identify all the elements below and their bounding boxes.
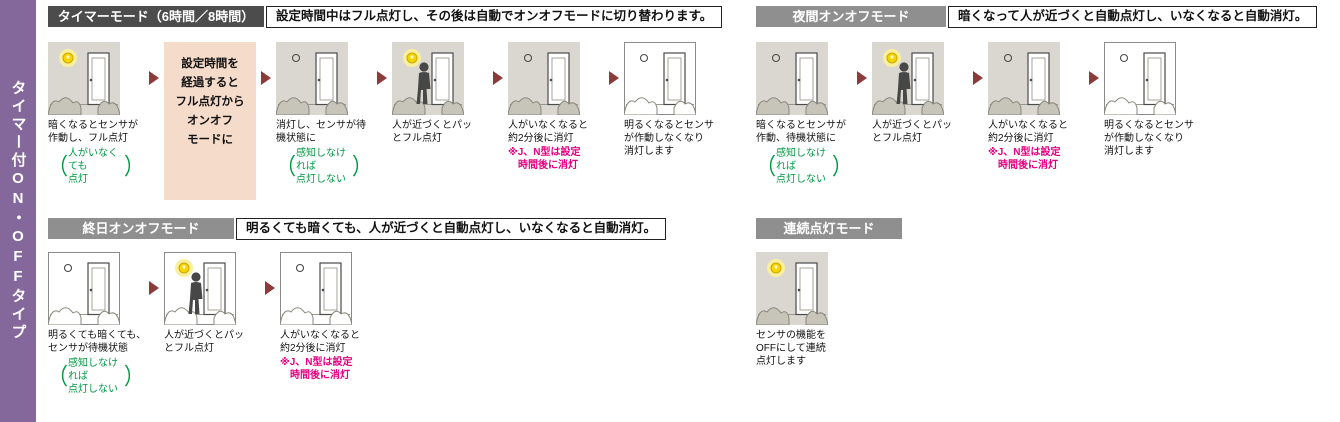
section-title-night-mode: 夜間オンオフモード — [756, 6, 946, 27]
house-daytime-illustration — [1103, 42, 1177, 116]
house-person-lamp-on-illustration — [871, 42, 945, 116]
arrow-right-icon — [144, 71, 164, 85]
section-description-allday-mode: 明るくても暗くても、人が近づくと自動点灯し、いなくなると自動消灯。 — [236, 218, 667, 240]
timer-elapse-note-box: 設定時間を 経過すると フル点灯から オンオフ モードに — [164, 42, 256, 200]
step-caption: 人がいなくなると 約2分後に消灯 — [508, 120, 588, 144]
paren-close: ） — [124, 153, 144, 180]
flow-step: 暗くなるとセンサが 作動、待機状態に （ 感知しなければ 点灯しない ） — [755, 42, 852, 186]
paren-open: （ — [276, 153, 296, 180]
section-title-continuous-mode: 連続点灯モード — [756, 218, 902, 239]
step-caption: 明るくても暗くても、 センサが待機状態 — [48, 330, 147, 354]
flow-step: 人がいなくなると 約2分後に消灯 ※J、N型は設定 時間後に消灯 — [987, 42, 1084, 172]
flow-step: 人が近づくとパッ とフル点灯 — [871, 42, 968, 145]
house-lamp-off-illustration — [275, 42, 349, 116]
flow-step: 人が近づくとパッ とフル点灯 — [163, 252, 260, 355]
flow-step: 明るくなるとセンサ が作動しなくなり 消灯します — [1103, 42, 1200, 158]
step-caption: 人がいなくなると 約2分後に消灯 — [988, 120, 1068, 144]
paren-open: （ — [48, 153, 68, 180]
paren-close: ） — [124, 363, 144, 390]
type-banner: タイマー付ON・OFFタイプ — [0, 0, 36, 422]
arrow-right-icon — [372, 71, 392, 85]
flow-step: 消灯し、センサが待 機状態に （ 感知しなければ 点灯しない ） — [275, 42, 372, 186]
flow-step: 人がいなくなると 約2分後に消灯 ※J、N型は設定 時間後に消灯 — [279, 252, 376, 382]
step-caption: 人がいなくなると 約2分後に消灯 — [280, 330, 360, 354]
house-daytime-illustration — [47, 252, 121, 326]
step-caption: 暗くなるとセンサが 作動し、フル点灯 — [48, 120, 138, 144]
step-pink-note: ※J、N型は設定 時間後に消灯 — [280, 357, 353, 381]
step-caption: 暗くなるとセンサが 作動、待機状態に — [756, 120, 846, 144]
section-description-timer-mode: 設定時間中はフル点灯し、その後は自動でオンオフモードに切り替わります。 — [266, 6, 723, 28]
flow-step: 明るくても暗くても、 センサが待機状態 （ 感知しなければ 点灯しない ） — [47, 252, 146, 396]
allday-mode-flow: 明るくても暗くても、 センサが待機状態 （ 感知しなければ 点灯しない ） 人が… — [47, 252, 376, 396]
flow-step: 明るくなるとセンサ が作動しなくなり 消灯します — [623, 42, 720, 158]
continuous-mode-flow: センサの機能を OFFにして連続 点灯します — [755, 252, 852, 368]
paren-close: ） — [352, 153, 372, 180]
arrow-right-icon — [260, 281, 280, 295]
step-pink-note: ※J、N型は設定 時間後に消灯 — [988, 147, 1061, 171]
arrow-right-icon — [256, 71, 276, 85]
green-note-text: 感知しなければ 点灯しない — [296, 148, 346, 185]
flow-step: 人がいなくなると 約2分後に消灯 ※J、N型は設定 時間後に消灯 — [507, 42, 604, 172]
green-note-text: 感知しなければ 点灯しない — [776, 148, 826, 185]
flow-step: センサの機能を OFFにして連続 点灯します — [755, 252, 852, 368]
green-note-text: 感知しなければ 点灯しない — [68, 358, 118, 395]
step-caption: 人が近づくとパッ とフル点灯 — [872, 120, 952, 144]
arrow-right-icon — [604, 71, 624, 85]
house-lamp-off-illustration — [507, 42, 581, 116]
step-caption: 消灯し、センサが待 機状態に — [276, 120, 366, 144]
paren-close: ） — [832, 153, 852, 180]
house-lamp-off-illustration — [987, 42, 1061, 116]
step-green-note: （ 感知しなければ 点灯しない ） — [756, 147, 852, 186]
step-caption: センサの機能を OFFにして連続 点灯します — [756, 330, 826, 367]
green-note-text: 人がいなくても 点灯 — [68, 148, 118, 185]
house-person-lamp-on-illustration — [391, 42, 465, 116]
house-lamp-off-illustration — [755, 42, 829, 116]
night-mode-flow: 暗くなるとセンサが 作動、待機状態に （ 感知しなければ 点灯しない ） 人が近… — [755, 42, 1200, 186]
flow-step: 人が近づくとパッ とフル点灯 — [391, 42, 488, 145]
step-green-note: （ 感知しなければ 点灯しない ） — [276, 147, 372, 186]
step-caption: 人が近づくとパッ とフル点灯 — [392, 120, 472, 144]
paren-open: （ — [48, 363, 68, 390]
section-title-timer-mode: タイマーモード（6時間／8時間） — [48, 6, 264, 27]
flow-step: 暗くなるとセンサが 作動し、フル点灯 （ 人がいなくても 点灯 ） — [47, 42, 144, 186]
step-green-note: （ 感知しなければ 点灯しない ） — [48, 357, 144, 396]
section-title-allday-mode: 終日オンオフモード — [48, 218, 234, 239]
type-banner-label: タイマー付ON・OFFタイプ — [9, 80, 27, 342]
arrow-right-icon — [852, 71, 872, 85]
step-green-note: （ 人がいなくても 点灯 ） — [48, 147, 144, 186]
section-description-night-mode: 暗くなって人が近づくと自動点灯し、いなくなると自動消灯。 — [948, 6, 1318, 28]
timer-mode-flow: 暗くなるとセンサが 作動し、フル点灯 （ 人がいなくても 点灯 ） 設定時間を … — [47, 42, 720, 200]
step-caption: 明るくなるとセンサ が作動しなくなり 消灯します — [624, 120, 714, 157]
arrow-right-icon — [144, 281, 164, 295]
house-lamp-on-illustration — [755, 252, 829, 326]
arrow-right-icon — [1084, 71, 1104, 85]
house-lamp-on-illustration — [47, 42, 121, 116]
house-daytime-illustration — [279, 252, 353, 326]
arrow-right-icon — [968, 71, 988, 85]
arrow-right-icon — [488, 71, 508, 85]
step-pink-note: ※J、N型は設定 時間後に消灯 — [508, 147, 581, 171]
paren-open: （ — [756, 153, 776, 180]
step-caption: 人が近づくとパッ とフル点灯 — [164, 330, 244, 354]
step-caption: 明るくなるとセンサ が作動しなくなり 消灯します — [1104, 120, 1194, 157]
house-person-lamp-on-illustration — [163, 252, 237, 326]
house-daytime-illustration — [623, 42, 697, 116]
